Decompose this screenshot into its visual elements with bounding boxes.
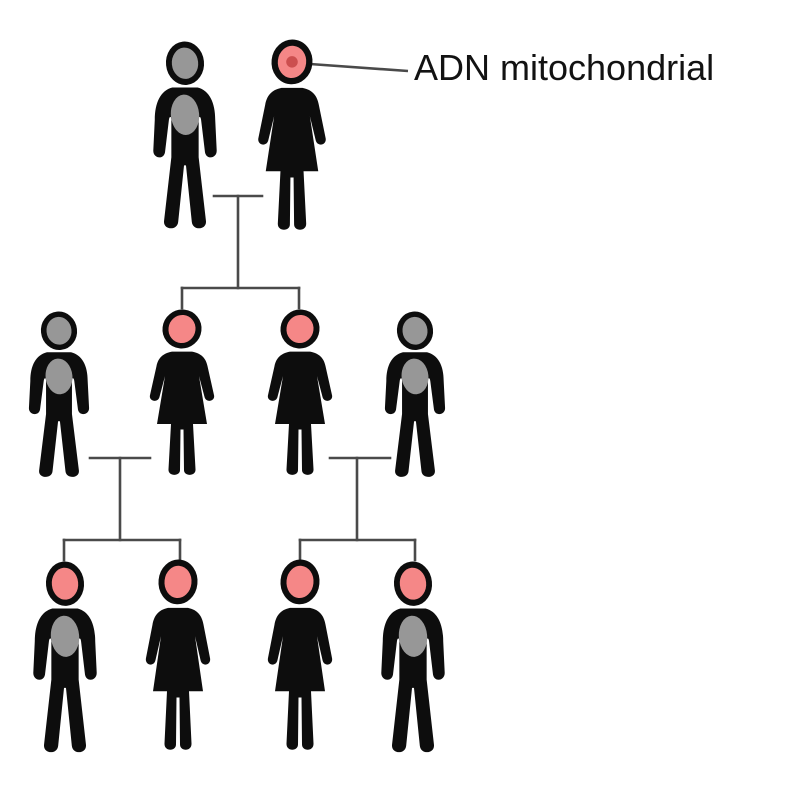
chest-marker bbox=[398, 615, 428, 657]
label-pointer-line bbox=[309, 62, 409, 73]
chest-marker bbox=[401, 358, 429, 395]
head-mito bbox=[393, 561, 433, 606]
head-mito bbox=[162, 309, 202, 349]
figure-gen2-daughter-right bbox=[267, 309, 333, 475]
mito-dna-label: ADN mitochondrial bbox=[414, 47, 715, 88]
figure-gen1-mother bbox=[258, 39, 326, 230]
figure-gen3-daughter-right bbox=[267, 559, 333, 750]
figure-gen2-husband-left bbox=[28, 311, 90, 477]
female-body-silhouette bbox=[267, 607, 333, 750]
male-body-silhouette bbox=[33, 608, 97, 753]
chest-marker bbox=[45, 358, 73, 395]
head-gray bbox=[396, 311, 434, 351]
chest-marker bbox=[170, 94, 200, 135]
male-body-silhouette bbox=[28, 352, 90, 477]
head-gray bbox=[40, 311, 78, 351]
figure-gen3-son-right bbox=[381, 561, 445, 753]
head-mito bbox=[45, 561, 85, 606]
male-body-silhouette bbox=[384, 352, 446, 477]
head-mito bbox=[158, 559, 198, 605]
female-body-silhouette bbox=[149, 351, 215, 475]
figure-gen3-daughter-left bbox=[145, 559, 211, 750]
head-gray bbox=[165, 41, 205, 85]
head-mito bbox=[280, 309, 320, 349]
mito-dna-dot bbox=[286, 56, 298, 68]
female-body-silhouette bbox=[258, 87, 326, 230]
male-body-silhouette bbox=[381, 608, 445, 753]
figure-gen3-son-left bbox=[33, 561, 97, 753]
figure-gen1-father bbox=[153, 41, 217, 229]
head-mito bbox=[280, 559, 320, 605]
figure-gen2-daughter-left bbox=[149, 309, 215, 475]
male-body-silhouette bbox=[153, 87, 217, 229]
figure-gen2-husband-right bbox=[384, 311, 446, 477]
female-body-silhouette bbox=[267, 351, 333, 475]
chest-marker bbox=[50, 615, 80, 657]
female-body-silhouette bbox=[145, 607, 211, 750]
